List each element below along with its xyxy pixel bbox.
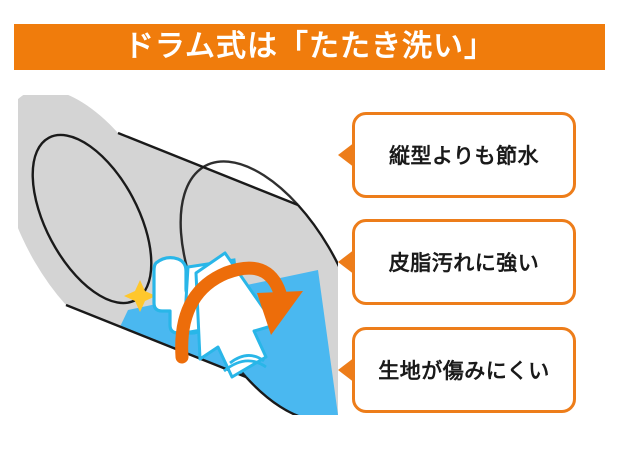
drum-bottom-edge <box>65 303 247 379</box>
callout-tail-3 <box>338 355 355 385</box>
drum-top-edge <box>117 131 299 207</box>
splash-ripple <box>223 354 267 373</box>
title-banner: ドラム式は「たたき洗い」 <box>14 24 605 70</box>
drum-illustration-svg <box>18 95 338 415</box>
callout-label-1: 縦型よりも節水 <box>388 144 540 168</box>
callout-label-2: 皮脂汚れに強い <box>388 251 540 275</box>
callout-box-2[interactable]: 皮脂汚れに強い <box>338 219 576 305</box>
tumble-arrow-icon <box>175 261 303 364</box>
callout-label-3: 生地が傷みにくい <box>378 359 550 383</box>
sparkle-icon <box>124 280 156 312</box>
drum-right-rim <box>245 204 338 415</box>
page-title: ドラム式は「たたき洗い」 <box>123 29 496 64</box>
callout-tail-1 <box>338 140 355 170</box>
callout-box-3[interactable]: 生地が傷みにくい <box>338 327 576 413</box>
callout-tail-2 <box>338 247 355 277</box>
drum-illustration <box>18 95 338 415</box>
callout-box-1[interactable]: 縦型よりも節水 <box>338 112 576 198</box>
